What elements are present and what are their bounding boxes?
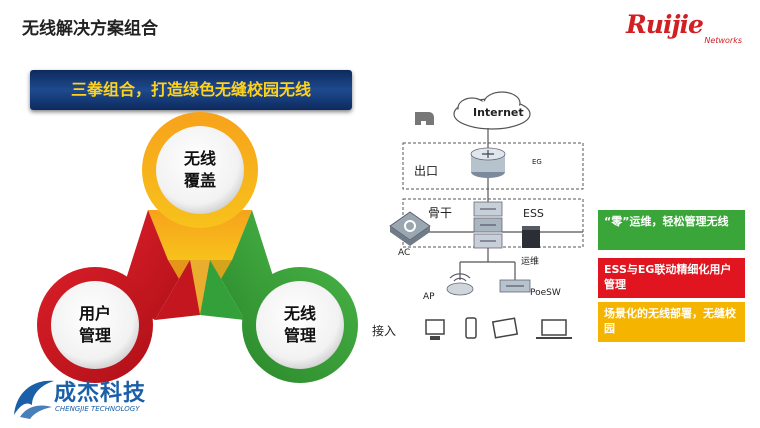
ac-controller-icon (389, 211, 431, 246)
feature-box-user: ESS与EG联动精细化用户管理 (598, 258, 745, 298)
indicator-icon (415, 112, 434, 125)
laptop-icon (536, 319, 572, 339)
feature-box-scenario: 场景化的无线部署，无缝校园 (598, 302, 745, 342)
circle-top-label: 无线 覆盖 (183, 149, 216, 190)
tablet-icon (491, 317, 519, 339)
backbone-label: 骨干 (428, 206, 453, 220)
exit-zone (402, 142, 584, 190)
headline-banner: 三拳组合，打造绿色无缝校园无线 (30, 70, 352, 110)
core-switch-icon (473, 201, 503, 249)
ess-label: ESS (523, 207, 544, 220)
access-label: 接入 (372, 324, 397, 338)
router-icon (470, 147, 506, 178)
network-diagram (389, 91, 584, 340)
circle-left (51, 281, 139, 369)
internet-label: Internet (473, 106, 524, 119)
logo-name: Ruijie (626, 10, 704, 39)
poesw-label: PoeSW (530, 288, 561, 298)
exit-label: 出口 (414, 164, 439, 178)
ops-server-icon (522, 226, 540, 248)
ac-label: AC (398, 248, 411, 258)
logo-sub: Networks (704, 36, 742, 45)
triad-diagram (37, 112, 358, 383)
ap-label: AP (423, 292, 435, 302)
internet-cloud-icon (453, 91, 531, 130)
page-title: 无线解决方案组合 (22, 19, 158, 39)
company-name: 成杰科技 (54, 381, 147, 406)
circle-left-label: 用户 管理 (78, 304, 111, 345)
company-logo: 成杰科技 CHENGJIE TECHNOLOGY (10, 373, 170, 421)
poe-switch-icon (499, 279, 531, 293)
circle-right (256, 281, 344, 369)
circle-top (156, 126, 244, 214)
company-sub: CHENGJIE TECHNOLOGY (55, 405, 140, 413)
eg-label: EG (532, 158, 542, 166)
access-point-icon (446, 273, 474, 296)
ruijie-logo: Ruijie Networks (626, 12, 742, 52)
phone-icon (465, 317, 477, 339)
band-top (148, 210, 252, 260)
desktop-icon (425, 319, 445, 340)
circle-right-label: 无线 管理 (283, 304, 316, 345)
ops-label: 运维 (521, 257, 540, 267)
banner-text: 三拳组合，打造绿色无缝校园无线 (70, 80, 311, 99)
company-mark-icon (14, 380, 54, 419)
feature-box-ops: “零”运维，轻松管理无线 (598, 210, 745, 250)
